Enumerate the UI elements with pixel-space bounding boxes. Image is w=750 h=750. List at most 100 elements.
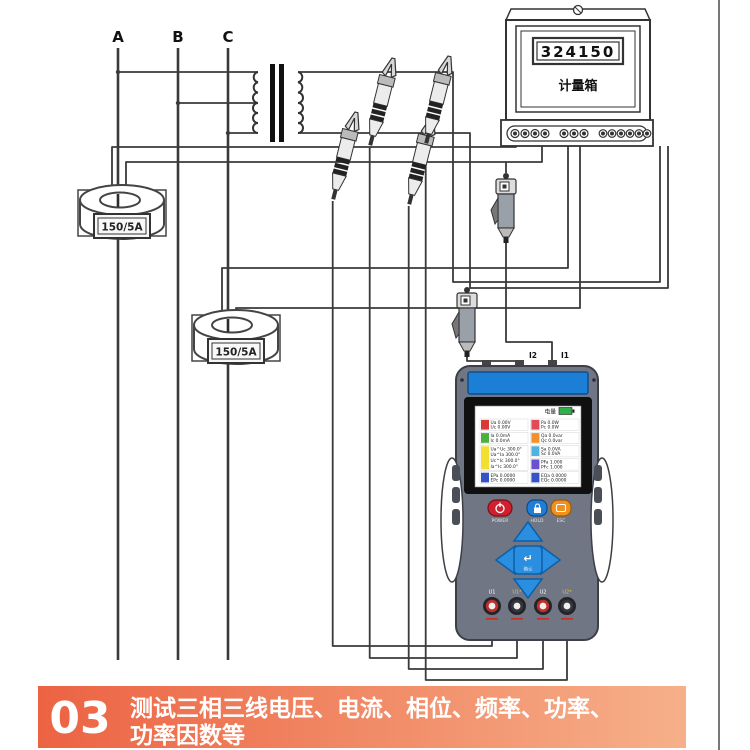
enter-key-glyph: ↵ <box>523 552 532 565</box>
banner-number: 03 <box>49 693 110 744</box>
svg-text:Ua 0.00V: Ua 0.00V <box>491 420 511 426</box>
lcd-chip <box>531 446 540 456</box>
lcd-chip <box>481 472 489 483</box>
ct-ring-hole <box>99 191 141 209</box>
grip-ridges <box>452 465 602 525</box>
handheld-tester: I2 I1 电量 Ua 0.00V Uc 0.00V Ia 0.0mA Ic <box>440 351 614 641</box>
lcd-chip <box>531 472 540 483</box>
dpad-down-icon <box>512 578 544 600</box>
input-label-i2: I2 <box>529 351 537 360</box>
lcd-chip <box>531 459 540 470</box>
dpad-up-icon <box>512 520 544 542</box>
probe-trigger <box>490 196 499 226</box>
enter-key <box>513 545 543 575</box>
alligator-clip-4 <box>424 55 453 144</box>
alligator-clip-1 <box>331 111 360 200</box>
terminal-label-3: U2 <box>540 590 547 596</box>
transformer <box>252 64 304 142</box>
input-label-i1: I1 <box>561 351 569 360</box>
wire <box>407 206 544 670</box>
hold-button-label: HOLD <box>531 518 544 524</box>
banner: 03 测试三相三线电压、电流、相位、频率、功率、 功率因数等 <box>38 686 686 749</box>
svg-text:Ia 0.0mA: Ia 0.0mA <box>491 433 511 439</box>
wire <box>298 132 669 289</box>
battery-icon <box>558 407 573 415</box>
svg-text:EPa 0.0000: EPa 0.0000 <box>491 473 516 479</box>
voltage-terminal-1 <box>483 597 501 615</box>
phase-labels: A B C <box>112 28 233 46</box>
enter-key-label: 确认 <box>524 566 533 573</box>
transformer-core <box>279 64 284 142</box>
ct-ratio-label: 150/5A <box>101 222 143 234</box>
wire <box>298 71 661 283</box>
function-buttons: POWER HOLD ESC <box>487 499 572 524</box>
ct-ring-hole <box>211 316 253 334</box>
terminal-label-4: U2* <box>562 590 572 596</box>
probe-trigger <box>451 310 460 340</box>
terminal-ratings-marks <box>486 618 573 620</box>
transformer-primary-coil <box>252 71 259 134</box>
voltage-terminal-2 <box>508 597 526 615</box>
esc-button <box>550 499 572 517</box>
svg-text:Qc 0.0var: Qc 0.0var <box>541 438 563 444</box>
voltage-terminal-3 <box>534 597 552 615</box>
lcd-chip <box>481 419 489 430</box>
dpad: ↵ 确认 <box>494 520 562 600</box>
esc-button-label: ESC <box>557 518 566 524</box>
lcd-chip <box>531 433 540 443</box>
ct-phase-a: 150/5A <box>77 184 167 240</box>
ct-phase-c: 150/5A <box>191 309 281 365</box>
svg-text:Sc 0.0VA: Sc 0.0VA <box>541 451 560 457</box>
svg-text:PFa 1.000: PFa 1.000 <box>541 460 563 466</box>
meter-label: 计量箱 <box>558 78 597 94</box>
svg-text:PFc 1.000: PFc 1.000 <box>541 464 563 470</box>
svg-text:Ic 0.0mA: Ic 0.0mA <box>491 438 510 444</box>
device-top-bar <box>467 371 589 395</box>
svg-text:Sa 0.0VA: Sa 0.0VA <box>541 446 561 452</box>
lcd-chip <box>481 433 489 443</box>
lcd-status-label: 电量 <box>544 408 556 416</box>
phase-label-b: B <box>172 28 183 46</box>
alligator-clips <box>331 55 453 205</box>
esc-icon <box>555 503 567 513</box>
wire <box>125 146 543 195</box>
svg-text:EPc 0.0000: EPc 0.0000 <box>491 478 516 484</box>
svg-text:Ua^Ia 300.0°: Ua^Ia 300.0° <box>491 452 521 458</box>
clamp-probe-2 <box>451 287 478 357</box>
svg-text:Pc 0.0W: Pc 0.0W <box>541 425 559 431</box>
wire <box>505 243 553 364</box>
banner-text-line1: 测试三相三线电压、电流、相位、频率、功率、 <box>130 695 613 722</box>
svg-text:Ia^Ic 300.0°: Ia^Ic 300.0° <box>491 464 519 470</box>
lock-icon <box>534 503 541 513</box>
meter-reading: 324150 <box>541 43 616 61</box>
lcd-left-column: Ua 0.00V Uc 0.00V Ia 0.0mA Ic 0.0mA Ua^U… <box>479 418 529 484</box>
lcd-chip <box>531 419 540 430</box>
lcd-right-column: Pa 0.0W Pc 0.0W Qa 0.0var Qc 0.0var Sa 0… <box>530 418 580 484</box>
banner-background <box>38 686 686 748</box>
svg-text:Uc^Ic 300.0°: Uc^Ic 300.0° <box>491 458 520 464</box>
svg-text:Uc 0.00V: Uc 0.00V <box>491 425 511 431</box>
wire <box>466 357 520 364</box>
svg-text:EQa 0.0000: EQa 0.0000 <box>541 473 567 479</box>
svg-text:Qa 0.0var: Qa 0.0var <box>541 433 563 439</box>
meter-box: 324150 计量箱 <box>500 4 654 147</box>
phase-label-c: C <box>222 28 233 46</box>
power-button-label: POWER <box>492 518 509 524</box>
wire <box>221 146 569 316</box>
lcd-status-bar: 电量 <box>544 407 575 416</box>
wire <box>424 145 568 681</box>
phase-label-a: A <box>112 28 124 46</box>
power-button <box>487 499 513 517</box>
wire <box>111 146 517 195</box>
voltage-terminal-4 <box>558 597 576 615</box>
svg-text:EQc 0.0000: EQc 0.0000 <box>541 478 567 484</box>
alligator-clip-2 <box>368 57 397 146</box>
terminal-label-1: U1 <box>489 590 496 596</box>
voltage-terminals: U1 U1* U2 U2* <box>483 590 576 620</box>
meter-terminals <box>510 128 652 139</box>
svg-text:Pa 0.0W: Pa 0.0W <box>541 420 560 426</box>
svg-text:Ua^Uc 300.0°: Ua^Uc 300.0° <box>491 446 522 452</box>
lcd-chip <box>481 446 489 470</box>
terminal-label-2: U1* <box>512 590 522 596</box>
